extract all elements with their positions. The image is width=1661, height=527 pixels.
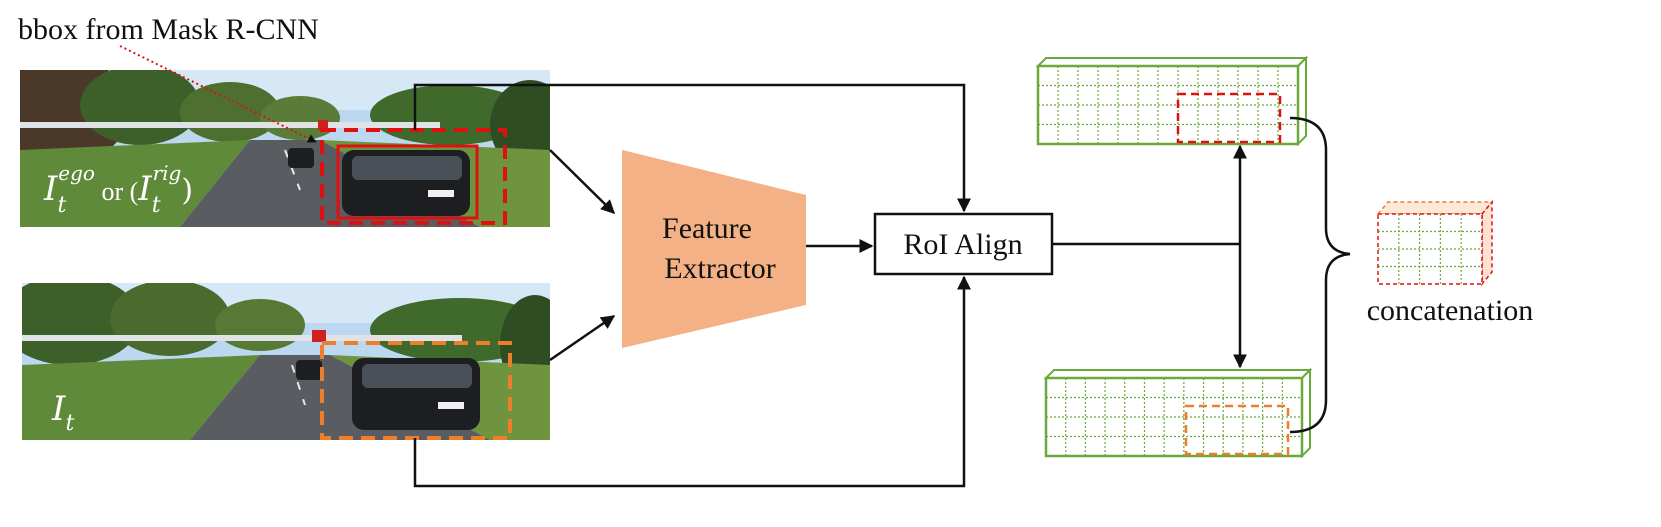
roi-region-red [1176,92,1282,144]
roi-region-orange [1184,404,1290,456]
bbox-dashed-red-top [320,128,507,225]
symbol-I: I [43,169,58,209]
photo-bottom [22,283,550,440]
concatenated-feature-cube [1376,199,1494,287]
arrow-top-bbox-to-roi [413,83,971,213]
bbox-solid-red-top [336,144,479,220]
photo-top [20,70,550,227]
image-bottom-label: It [51,389,74,436]
roi-align-label: RoI Align [903,228,1022,261]
arrow-top-image-to-extractor [549,149,615,214]
feature-extractor-label-2: Extractor [664,252,776,285]
concatenation-brace [1289,116,1351,434]
concatenation-label: concatenation [1367,294,1534,327]
arrow-bottom-image-to-extractor [549,314,616,362]
svg-text:It: It [51,389,74,436]
feature-extractor-label-1: Feature [662,212,752,245]
feature-extractor-block [622,150,806,348]
arrow-bottom-bbox-to-roi [413,275,971,488]
svg-text:Itego or (Itrig): Itego or (Itrig) [43,161,193,218]
bbox-note-label: bbox from Mask R-CNN [18,13,319,46]
image-top-label: Itego or (Itrig) [43,161,193,218]
bbox-note-pointer [119,45,317,143]
feature-map-top [1035,55,1309,147]
feature-map-bottom [1043,367,1313,459]
